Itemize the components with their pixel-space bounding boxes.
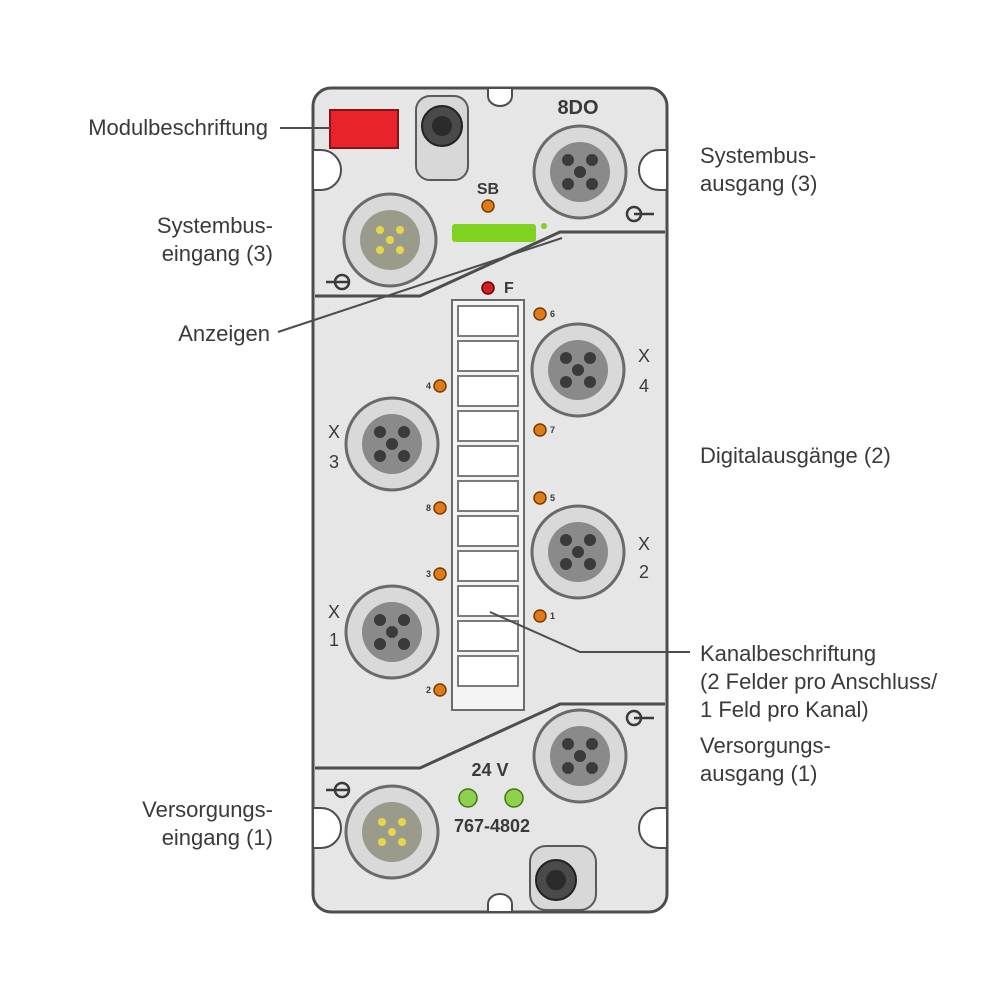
channel-led-numbers: 6 4 7 8 5 3 1 2 [426,309,555,695]
input-arrow-icon [326,273,351,291]
callout-versorgungs-ausgang: Versorgungs- ausgang (1) [700,733,831,786]
error-led [481,281,495,295]
f-label: F [504,280,514,297]
callout-versorgungs-eingang: Versorgungs- eingang (1) [142,797,273,850]
led-num-1: 1 [550,611,555,621]
upper-divider [315,230,665,298]
callout-modulbeschriftung: Modulbeschriftung [88,115,268,140]
port-x3-x: X [328,422,340,442]
callout-digitalausgaenge: Digitalausgänge (2) [700,443,891,468]
sb-label: SB [477,181,499,198]
port-x2-connector [530,504,626,600]
channel-label-strip [451,299,525,711]
led-num-2: 2 [426,685,431,695]
port-x1-x: X [328,602,340,622]
led-num-5: 5 [550,493,555,503]
brand-logo [452,224,536,242]
part-number-label: 767-4802 [454,816,530,836]
lower-divider [315,702,665,770]
brand-registered-icon [541,223,547,229]
led-num-3: 3 [426,569,431,579]
port-x4-connector [530,322,626,418]
sb-led [481,199,495,213]
port-x1-n: 1 [329,630,339,650]
voltage-label: 24 V [471,760,508,780]
output-arrow-icon [625,205,654,223]
channel-leds [433,307,547,697]
callout-systembus-ausgang: Systembus- ausgang (3) [700,143,818,196]
supply-leds [458,788,524,808]
port-x3-connector [344,396,440,492]
port-x1-connector [344,584,440,680]
led-num-8: 8 [426,503,431,513]
led-num-7: 7 [550,425,555,435]
module-type-label: 8DO [557,97,598,119]
supply-output-connector [532,708,628,804]
callout-kanalbeschriftung: Kanalbeschriftung (2 Felder pro Anschlus… [700,641,938,722]
led-num-4: 4 [426,381,431,391]
systembus-input-connector [342,192,438,288]
bottom-screw [529,845,597,911]
port-x4-x: X [638,346,650,366]
leader-lines [277,127,690,653]
supply-input-arrow-icon [326,781,351,799]
callout-anzeigen: Anzeigen [178,321,270,346]
supply-input-connector [344,784,440,880]
port-x2-n: 2 [639,562,649,582]
top-screw [415,95,469,181]
callout-systembus-eingang: Systembus- eingang (3) [156,213,273,266]
port-x2-x: X [638,534,650,554]
side-notches [312,87,668,913]
systembus-output-connector [532,124,628,220]
module-label-red [329,109,399,149]
led-num-6: 6 [550,309,555,319]
port-x3-n: 3 [329,452,339,472]
supply-output-arrow-icon [625,709,654,727]
port-x4-n: 4 [639,376,649,396]
